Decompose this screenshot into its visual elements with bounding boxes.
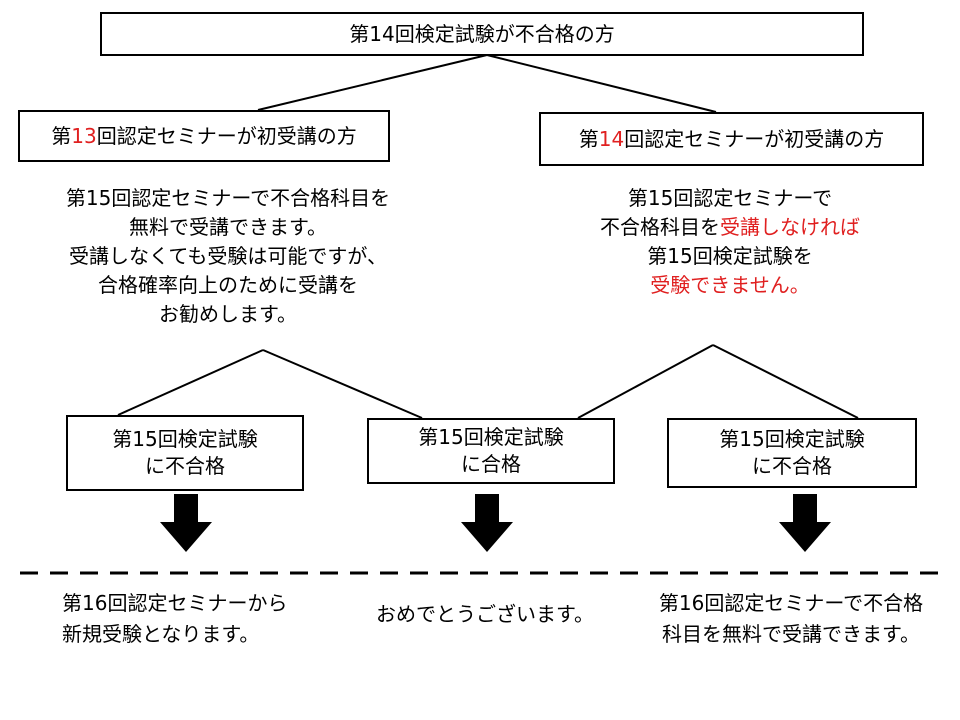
down-arrow-icon xyxy=(160,494,212,552)
left-desc-line-3: 受講しなくても受験は可能ですが、 xyxy=(69,244,387,268)
right-branch-label: 第14回認定セミナーが初受講の方 xyxy=(578,126,885,151)
result-box-3-line-2: に不合格 xyxy=(752,454,832,478)
left-desc-line-4: 合格確率向上のために受講を xyxy=(98,273,358,297)
right-desc-line-2: 不合格科目を受講しなければ xyxy=(600,215,860,239)
result-box-pass: 第15回検定試験 に合格 xyxy=(367,418,615,484)
top-box-label: 第14回検定試験が不合格の方 xyxy=(349,21,615,46)
result-box-2-line-1: 第15回検定試験 xyxy=(418,425,564,449)
right-desc-warning-2: 受験できません。 xyxy=(650,273,810,297)
right-branch-box: 第14回認定セミナーが初受講の方 xyxy=(539,112,924,166)
right-description: 第15回認定セミナーで 不合格科目を受講しなければ 第15回検定試験を 受験でき… xyxy=(520,184,940,300)
connector-top-to-right xyxy=(486,54,717,113)
right-desc-line-1: 第15回認定セミナーで xyxy=(627,186,833,210)
connector-left-to-result1 xyxy=(117,349,264,416)
outcome-2-line-1: おめでとうございます。 xyxy=(376,602,594,626)
result-box-fail-left: 第15回検定試験 に不合格 xyxy=(66,415,304,491)
left-desc-line-5: お勧めします。 xyxy=(159,302,297,326)
down-arrow-icon xyxy=(779,494,831,552)
result-box-1-line-1: 第15回検定試験 xyxy=(112,427,258,451)
outcome-fail-left: 第16回認定セミナーから 新規受験となります。 xyxy=(62,588,330,650)
outcome-3-line-1: 第16回認定セミナーで不合格 xyxy=(658,591,924,615)
connector-left-to-result2 xyxy=(262,349,423,419)
outcome-1-line-2: 新規受験となります。 xyxy=(62,622,260,646)
result-box-2-line-2: に合格 xyxy=(461,452,521,476)
left-branch-label: 第13回認定セミナーが初受講の方 xyxy=(51,123,357,148)
down-arrow-icon xyxy=(461,494,513,552)
outcome-3-line-2: 科目を無料で受講できます。 xyxy=(662,622,920,646)
left-branch-box: 第13回認定セミナーが初受講の方 xyxy=(18,110,390,162)
outcome-1-line-1: 第16回認定セミナーから xyxy=(62,591,288,615)
outcome-pass: おめでとうございます。 xyxy=(360,600,610,629)
result-box-fail-right: 第15回検定試験 に不合格 xyxy=(667,418,917,488)
right-desc-warning-1: 受講しなければ xyxy=(720,215,860,239)
left-branch-number: 13 xyxy=(71,123,97,148)
outcome-fail-right: 第16回認定セミナーで不合格 科目を無料で受講できます。 xyxy=(636,588,946,650)
right-desc-line-3: 第15回検定試験を xyxy=(647,244,813,268)
top-box: 第14回検定試験が不合格の方 xyxy=(100,12,864,56)
connector-right-to-result2 xyxy=(577,344,714,419)
left-desc-line-1: 第15回認定セミナーで不合格科目を xyxy=(65,186,391,210)
right-branch-number: 14 xyxy=(598,126,625,151)
connector-top-to-left xyxy=(257,54,488,111)
left-desc-line-2: 無料で受講できます。 xyxy=(129,215,327,239)
result-box-3-line-1: 第15回検定試験 xyxy=(719,427,865,451)
result-box-1-line-2: に不合格 xyxy=(145,454,225,478)
left-description: 第15回認定セミナーで不合格科目を 無料で受講できます。 受講しなくても受験は可… xyxy=(18,184,438,329)
connector-right-to-result3 xyxy=(712,344,859,419)
